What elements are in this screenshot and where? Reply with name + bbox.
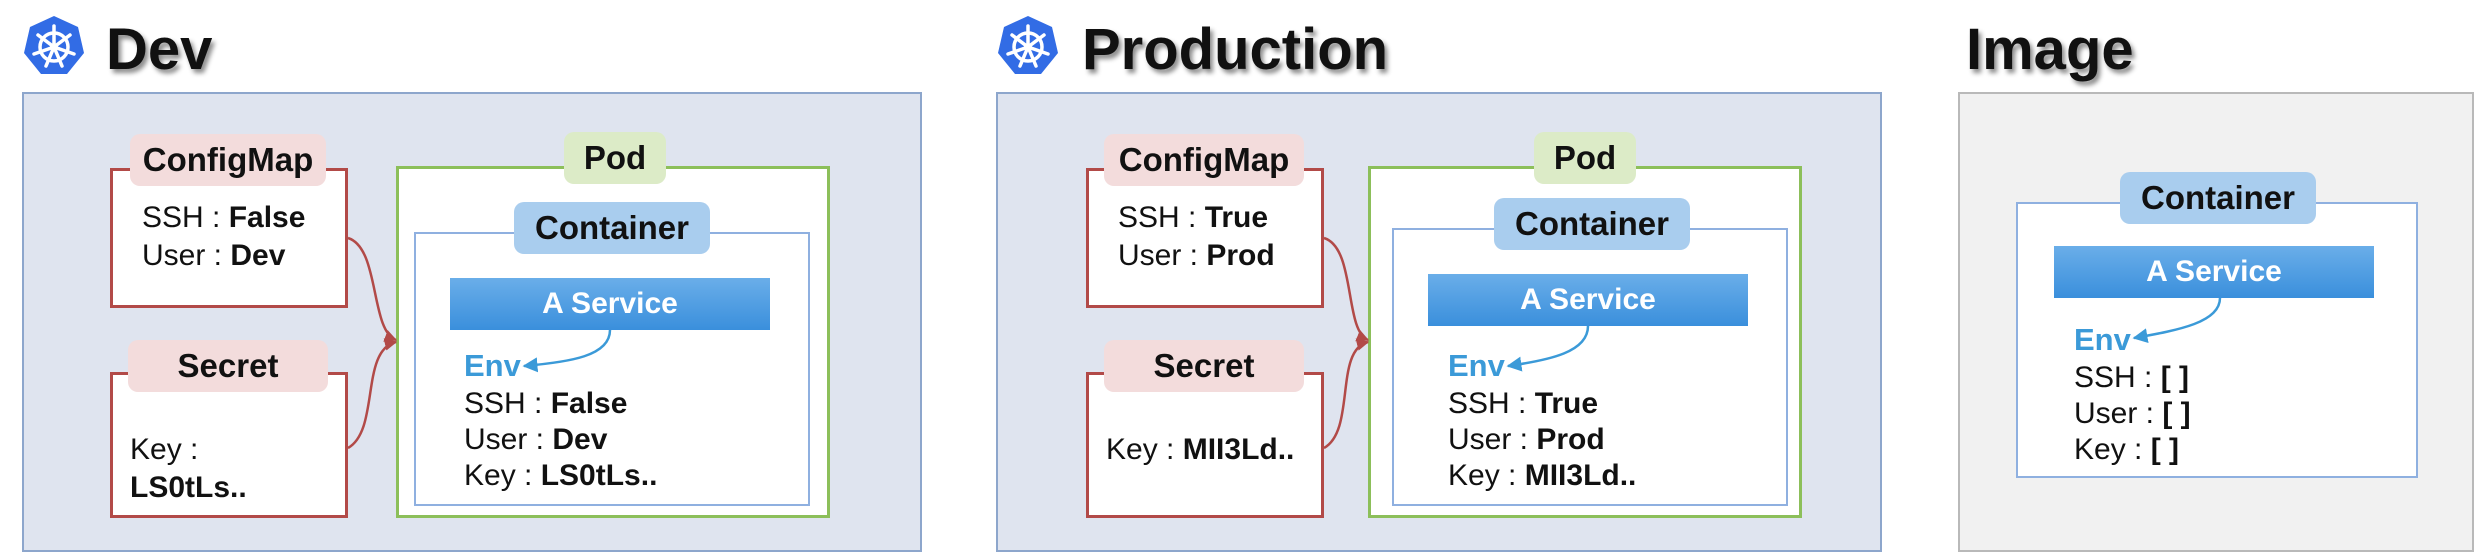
prod-env-row-user: User : Prod xyxy=(1448,423,1605,456)
dev-configmap-label: ConfigMap xyxy=(130,134,326,186)
prod-env-row-key: Key : MII3Ld.. xyxy=(1448,459,1637,492)
prod-secret-box xyxy=(1086,372,1324,518)
dev-service-bar: A Service xyxy=(450,278,770,330)
dev-configmap-row-user: User : Dev xyxy=(142,239,286,272)
section-title-production: Production xyxy=(1082,17,1389,82)
image-env-row-user: User : [ ] xyxy=(2074,397,2191,430)
dev-env-row-key: Key : LS0tLs.. xyxy=(464,459,658,492)
kubernetes-icon xyxy=(24,16,84,74)
dev-pod-label: Pod xyxy=(564,132,666,184)
dev-env-label: Env xyxy=(464,348,521,383)
prod-pod-label: Pod xyxy=(1534,132,1636,184)
dev-secret-label: Secret xyxy=(128,340,328,392)
prod-configmap-label: ConfigMap xyxy=(1104,134,1304,186)
dev-secret-key: Key : xyxy=(130,433,199,466)
prod-secret-label: Secret xyxy=(1104,340,1304,392)
kubernetes-icon xyxy=(998,16,1058,74)
image-service-bar: A Service xyxy=(2054,246,2374,298)
prod-container-label: Container xyxy=(1494,198,1690,250)
prod-service-bar: A Service xyxy=(1428,274,1748,326)
prod-secret-row: Key : MII3Ld.. xyxy=(1106,433,1295,466)
prod-env-row-ssh: SSH : True xyxy=(1448,387,1599,420)
image-env-row-key: Key : [ ] xyxy=(2074,433,2180,466)
image-env-label: Env xyxy=(2074,322,2131,357)
image-container-label: Container xyxy=(2120,172,2316,224)
section-title-image: Image xyxy=(1966,17,2134,82)
dev-env-row-ssh: SSH : False xyxy=(464,387,628,420)
dev-configmap-box xyxy=(110,168,348,308)
image-env-row-ssh: SSH : [ ] xyxy=(2074,361,2190,394)
dev-configmap-row-ssh: SSH : False xyxy=(142,201,306,234)
dev-env-row-user: User : Dev xyxy=(464,423,608,456)
dev-container-box xyxy=(414,232,810,506)
dev-container-label: Container xyxy=(514,202,710,254)
prod-configmap-row-ssh: SSH : True xyxy=(1118,201,1269,234)
section-title-dev: Dev xyxy=(106,17,213,82)
prod-configmap-box xyxy=(1086,168,1324,308)
prod-env-label: Env xyxy=(1448,348,1505,383)
dev-secret-value: LS0tLs.. xyxy=(130,471,247,504)
prod-configmap-row-user: User : Prod xyxy=(1118,239,1275,272)
